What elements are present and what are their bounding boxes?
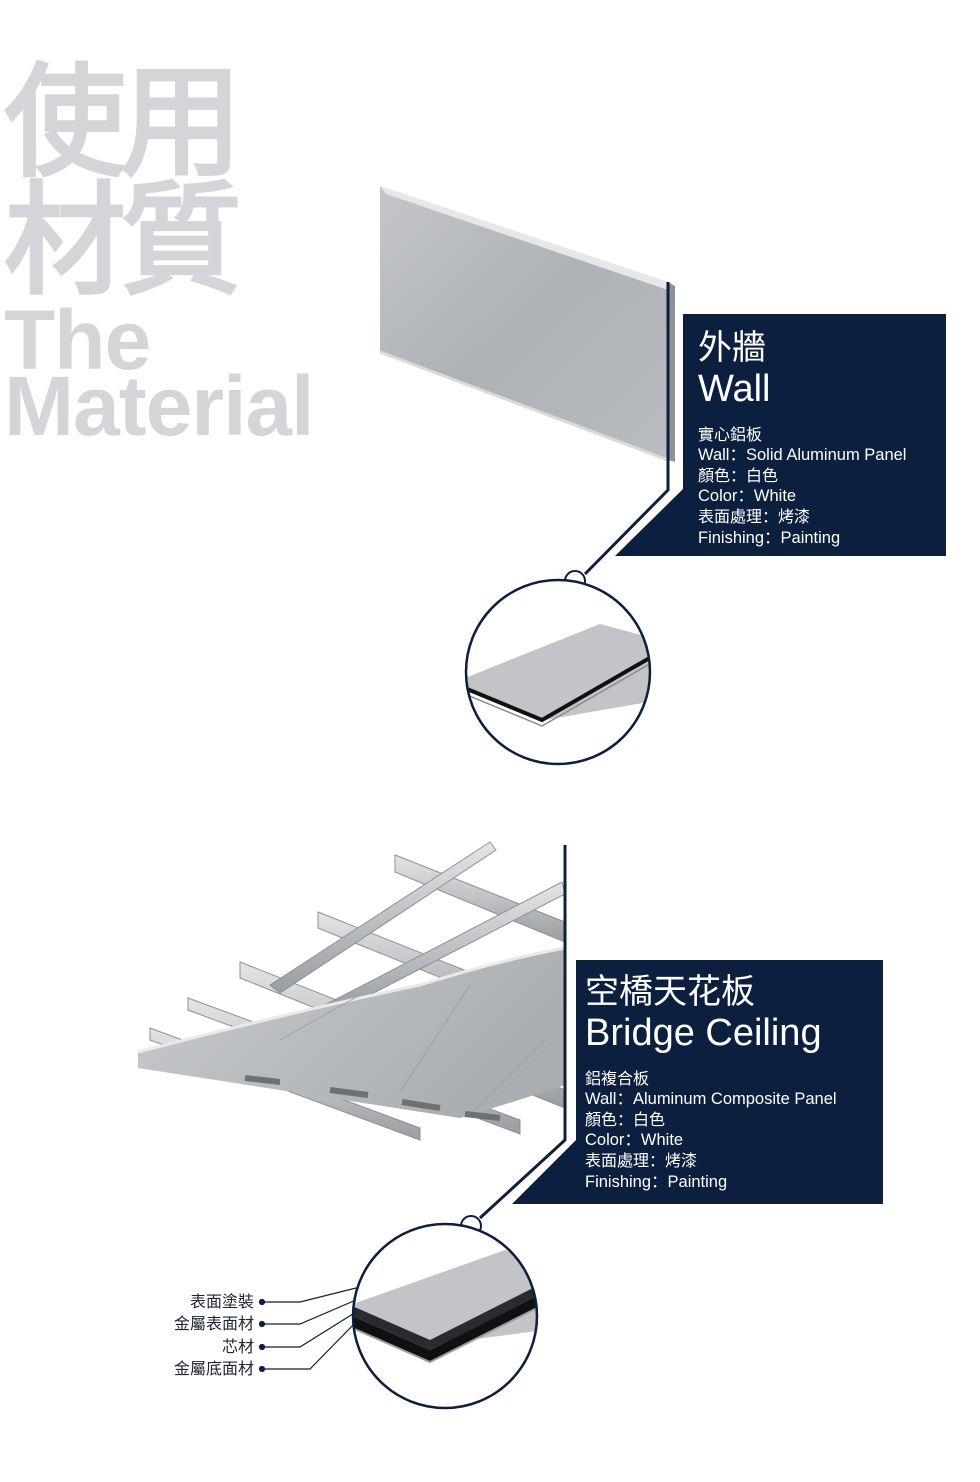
- wall-title-zh: 外牆: [698, 328, 766, 368]
- ceiling-illustration: [137, 841, 566, 1141]
- wall-panel-illustration: [379, 186, 675, 462]
- ceiling-detail-circle: [351, 1222, 539, 1410]
- layer-label-metal-bottom: 金屬底面材: [173, 1359, 254, 1378]
- ceiling-spec-color: 顏色：白色: [585, 1109, 666, 1129]
- wall-spec-material-en: Wall：Solid Aluminum Panel: [698, 446, 907, 465]
- wall-detail-circle: [464, 578, 652, 766]
- hero-line-2: 材質: [4, 170, 242, 312]
- ceiling-spec-material-en: Wall：Aluminum Composite Panel: [585, 1090, 837, 1109]
- ceiling-title-zh: 空橋天花板: [585, 972, 755, 1012]
- wall-spec-finish-en: Finishing：Painting: [698, 528, 841, 547]
- wall-spec-color: 顏色：白色: [698, 465, 779, 485]
- layer-leader-lines: [258, 1287, 357, 1373]
- layer-label-core: 芯材: [221, 1337, 254, 1356]
- ceiling-title-en: Bridge Ceiling: [585, 1011, 822, 1054]
- hero-line-1: 使用: [4, 52, 242, 194]
- wall-spec-color-en: Color：White: [698, 487, 797, 506]
- ceiling-spec-material: 鋁複合板: [585, 1068, 650, 1088]
- wall-spec-finish: 表面處理：烤漆: [698, 506, 811, 526]
- wall-title-en: Wall: [698, 367, 771, 410]
- wall-spec-material: 實心鋁板: [698, 424, 763, 444]
- layer-label-metal-top: 金屬表面材: [173, 1314, 254, 1333]
- layer-label-coating: 表面塗裝: [189, 1292, 254, 1311]
- ceiling-spec-finish: 表面處理：烤漆: [585, 1150, 698, 1170]
- ceiling-spec-color-en: Color：White: [585, 1131, 684, 1150]
- ceiling-spec-finish-en: Finishing：Painting: [585, 1172, 728, 1191]
